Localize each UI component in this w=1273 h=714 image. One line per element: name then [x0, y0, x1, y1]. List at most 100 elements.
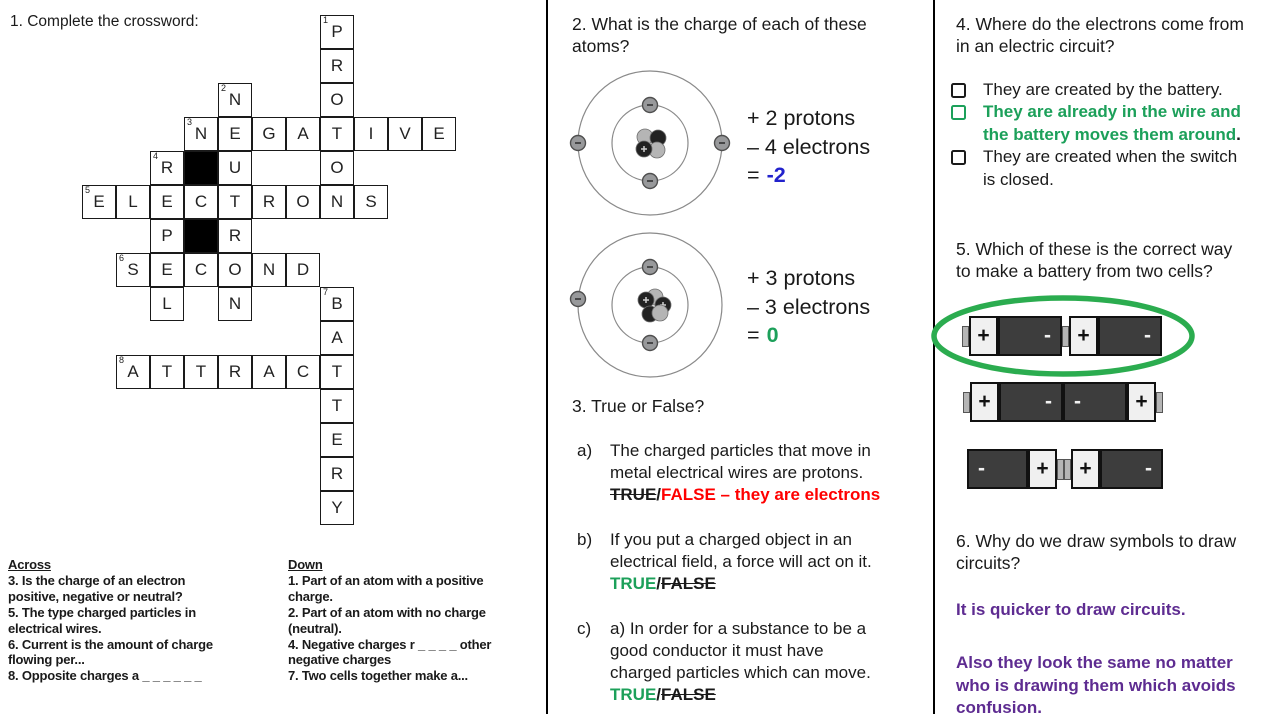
crossword-cell-number: 1 [323, 15, 329, 25]
crossword-cell: G [252, 117, 286, 151]
atom-1-net-charge: =-2 [747, 163, 786, 187]
crossword-cell-number: 4 [153, 151, 159, 161]
crossword-cell: R [218, 219, 252, 253]
option-row: They are created when the switch is clos… [951, 146, 1271, 191]
false-option[interactable]: FALSE [661, 685, 716, 704]
crossword-cell-number: 2 [221, 83, 227, 93]
atom-2-answer: + 3 protons – 3 electrons =0 [747, 264, 870, 350]
across-clue: 8. Opposite charges a _ _ _ _ _ _ [8, 668, 202, 684]
crossword-cell: A [286, 117, 320, 151]
question-6-answer-1: It is quicker to draw circuits. [956, 600, 1186, 619]
crossword-cell: U [218, 151, 252, 185]
crossword-cell: E [150, 253, 184, 287]
item-text: If you put a charged object in an electr… [610, 530, 872, 571]
down-heading: Down [288, 557, 323, 572]
across-heading: Across [8, 557, 51, 572]
crossword-cell: R [252, 185, 286, 219]
battery-negative-end: - [1098, 316, 1162, 356]
atom-2-net-charge: =0 [747, 323, 779, 347]
item-label: b) [577, 530, 593, 549]
crossword-cell: E [218, 117, 252, 151]
crossword-cell: C [286, 355, 320, 389]
down-clue: 1. Part of an atom with a positive charg… [288, 572, 484, 604]
checkbox-icon[interactable] [951, 105, 966, 121]
option-text: They are already in the wire and the bat… [983, 102, 1241, 144]
false-option[interactable]: FALSE [661, 574, 716, 593]
crossword-cell: Y [320, 491, 354, 525]
crossword-cell: R [320, 49, 354, 83]
crossword-cell: E [150, 185, 184, 219]
crossword-cell: D [286, 253, 320, 287]
false-option[interactable]: FALSE – they are electrons [661, 485, 881, 504]
true-option[interactable]: TRUE [610, 685, 657, 704]
atom-1-protons: + 2 protons [747, 106, 856, 130]
crossword-cell: O [218, 253, 252, 287]
crossword-blocked-cell [184, 151, 218, 185]
atom-diagram-2 [569, 232, 723, 378]
item-answer: TRUE/FALSE – they are electrons [610, 485, 881, 504]
battery-option-1[interactable]: +-+- [962, 316, 1162, 356]
true-option[interactable]: TRUE [610, 574, 657, 593]
item-label: c) [577, 619, 592, 638]
crossword-cell: V [388, 117, 422, 151]
atom-2-protons: + 3 protons [747, 266, 856, 290]
crossword-cell: A [320, 321, 354, 355]
crossword-cell: T [218, 185, 252, 219]
item-label: a) [577, 441, 593, 460]
down-clue: 4. Negative charges r _ _ _ _ other nega… [288, 636, 492, 668]
battery-negative-end: - [1100, 449, 1163, 489]
crossword-cell: L [116, 185, 150, 219]
item-text: The charged particles that move in metal… [610, 441, 871, 482]
battery-negative-end: - [999, 382, 1063, 422]
crossword-cell-number: 7 [323, 287, 329, 297]
battery-negative-end: - [967, 449, 1028, 489]
question-2-title: 2. What is the charge of each of these a… [572, 14, 867, 56]
question-6-answer-2: Also they look the same no matter who is… [956, 653, 1236, 714]
true-option[interactable]: TRUE [610, 485, 657, 504]
correct-answer-ellipse [931, 295, 1195, 377]
true-false-item-b: b) If you put a charged object in an ele… [577, 529, 922, 595]
crossword-cell: T [320, 389, 354, 423]
option-text: They are created when the switch is clos… [983, 147, 1238, 189]
checkbox-icon[interactable] [951, 83, 966, 98]
item-text: a) In order for a substance to be a good… [610, 619, 871, 682]
battery-positive-end: + [969, 316, 998, 356]
atom-1-charge-value: -2 [766, 163, 786, 187]
atom-1-electrons: – 4 electrons [747, 134, 871, 159]
checkbox-icon[interactable] [951, 150, 966, 166]
crossword-cell: T [150, 355, 184, 389]
crossword-cell: O [320, 151, 354, 185]
crossword-cell-number: 3 [187, 117, 193, 127]
battery-negative-end: - [998, 316, 1062, 356]
question-4-title: 4. Where do the electrons come from in a… [956, 14, 1244, 56]
column-divider [933, 0, 935, 714]
item-answer: TRUE/FALSE [610, 574, 716, 593]
atom-diagram-1 [569, 70, 731, 216]
crossword-cell: O [286, 185, 320, 219]
true-false-item-a: a) The charged particles that move in me… [577, 440, 922, 506]
battery-terminal-nub [963, 391, 970, 413]
option-text: They are created by the battery. [983, 80, 1223, 99]
across-clue: 6. Current is the amount of charge flowi… [8, 636, 213, 668]
battery-positive-end: + [1069, 316, 1098, 356]
crossword-cell: N [320, 185, 354, 219]
crossword-cell-number: 8 [119, 355, 125, 365]
down-clue: 2. Part of an atom with no charge (neutr… [288, 604, 486, 636]
crossword-cell: C [184, 253, 218, 287]
crossword-cell-number: 5 [85, 185, 91, 195]
crossword-cell: R [218, 355, 252, 389]
battery-terminal-nub [1156, 391, 1163, 413]
crossword-cell: I [354, 117, 388, 151]
crossword-cell: O [320, 83, 354, 117]
battery-option-3[interactable]: -++- [967, 449, 1163, 489]
crossword-cell: N [218, 287, 252, 321]
crossword-blocked-cell [184, 219, 218, 253]
battery-positive-end: + [1028, 449, 1057, 489]
battery-option-2[interactable]: +--+ [963, 382, 1163, 422]
